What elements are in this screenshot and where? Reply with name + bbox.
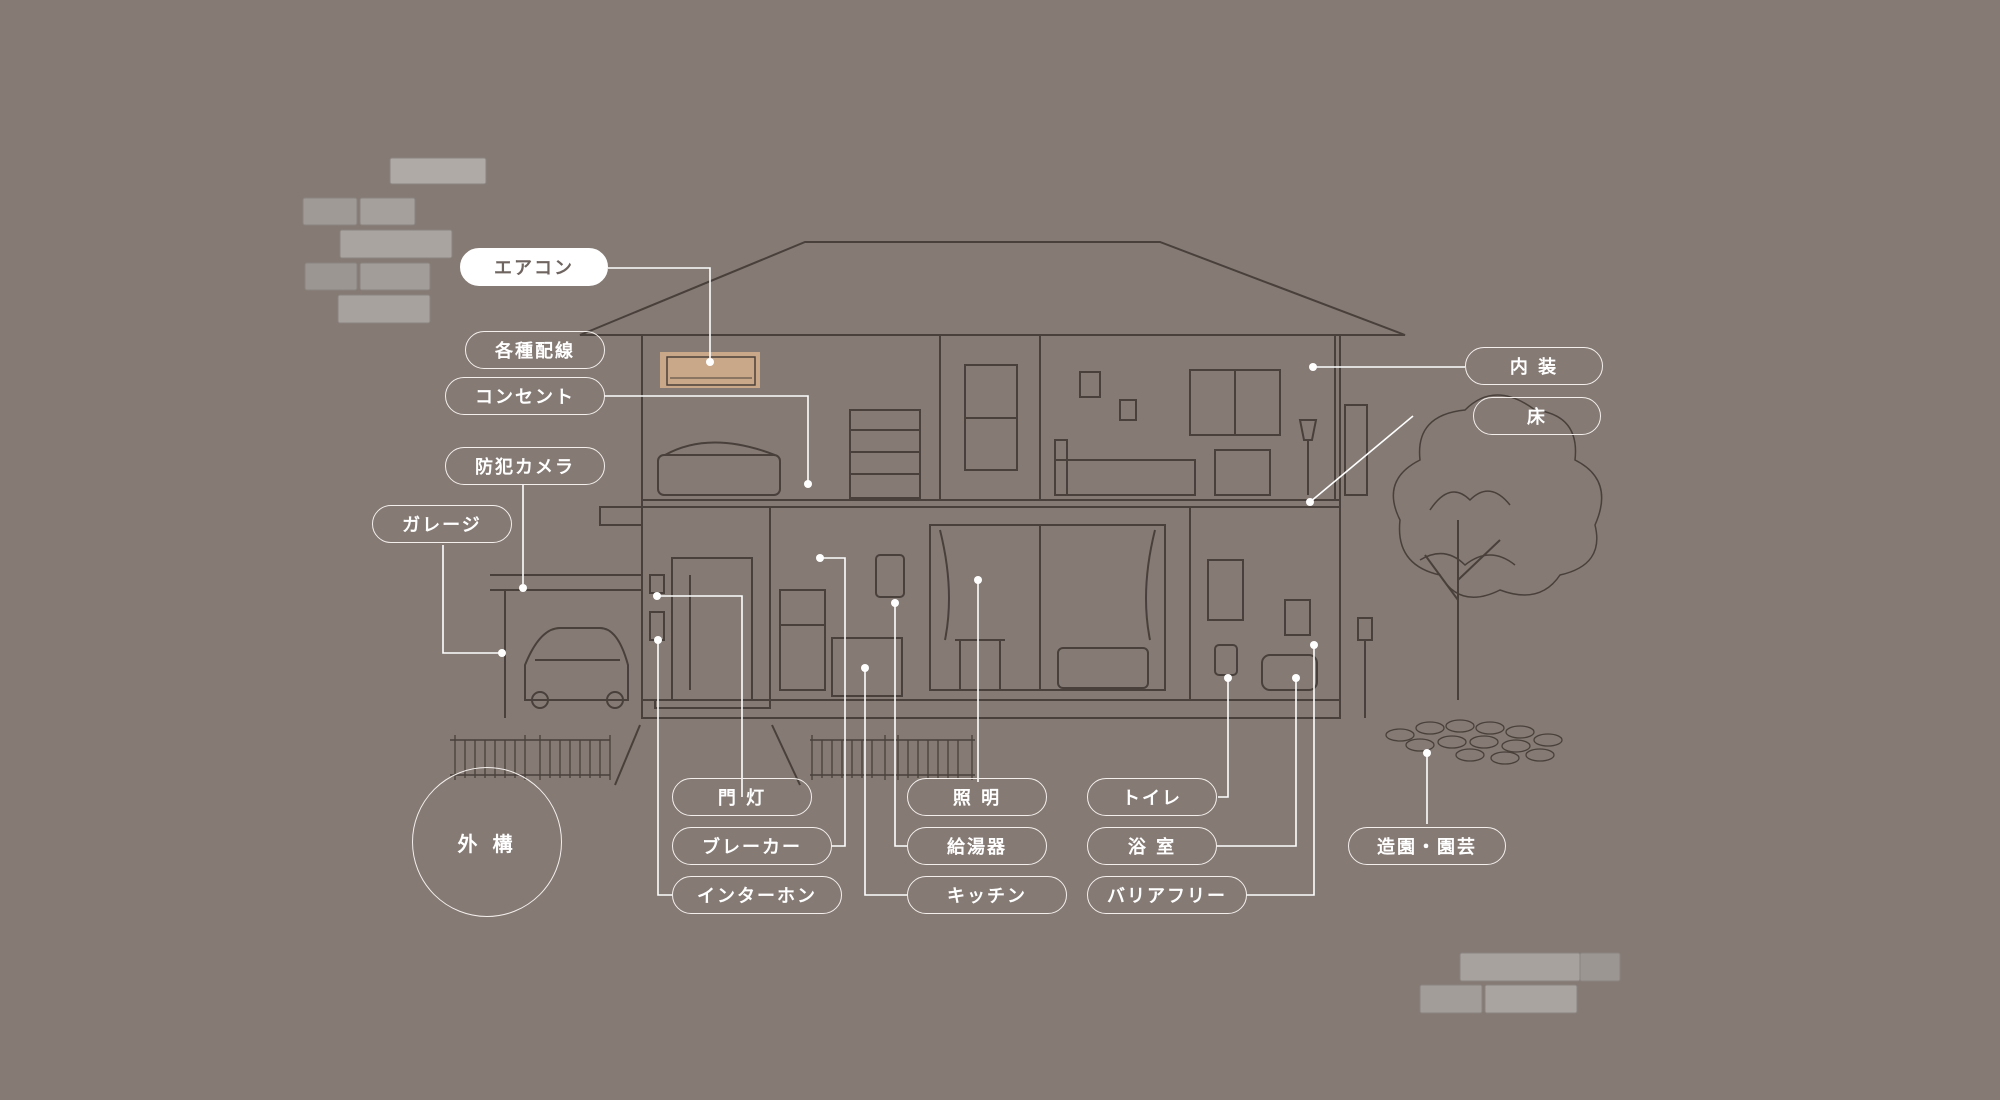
wiring-label-button[interactable]: 各種配線 — [465, 331, 605, 369]
interior-label-button[interactable]: 内 装 — [1465, 347, 1603, 385]
tree — [1392, 394, 1603, 598]
kitchen-label-button[interactable]: キッチン — [907, 876, 1067, 914]
leader-dots — [498, 358, 1431, 757]
outlet-label-button[interactable]: コンセント — [445, 377, 605, 415]
leader-lines — [442, 267, 1465, 896]
gate-light-label-button[interactable]: 門 灯 — [672, 778, 812, 816]
stepping-stones — [1385, 719, 1563, 765]
bathroom-label-button[interactable]: 浴 室 — [1087, 827, 1217, 865]
lighting-label-button[interactable]: 照 明 — [907, 778, 1047, 816]
barrier-free-label-button[interactable]: バリアフリー — [1087, 876, 1247, 914]
exterior-circle-button[interactable]: 外 構 — [412, 767, 562, 917]
floor-label-button[interactable]: 床 — [1473, 397, 1601, 435]
breaker-label-button[interactable]: ブレーカー — [672, 827, 832, 865]
garage-label-button[interactable]: ガレージ — [372, 505, 512, 543]
brick-decoration-top-left — [302, 157, 487, 324]
landscaping-label-button[interactable]: 造園・園芸 — [1348, 827, 1506, 865]
house-structure — [450, 241, 1501, 786]
aircon-label-button[interactable]: エアコン — [460, 248, 608, 286]
intercom-label-button[interactable]: インターホン — [672, 876, 842, 914]
toilet-label-button[interactable]: トイレ — [1087, 778, 1217, 816]
security-camera-label-button[interactable]: 防犯カメラ — [445, 447, 605, 485]
water-heater-label-button[interactable]: 給湯器 — [907, 827, 1047, 865]
brick-decoration-bottom-right — [1419, 952, 1621, 1014]
